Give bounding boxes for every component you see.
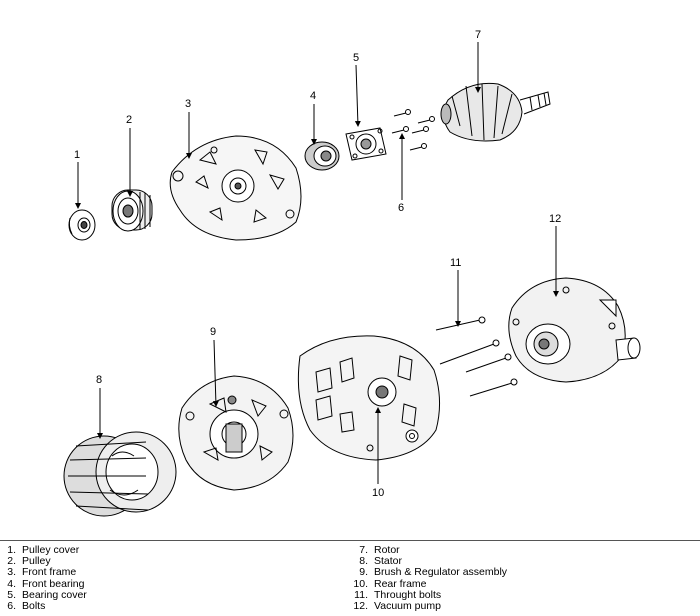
legend-label: Bolts <box>22 600 46 613</box>
legend-number: 9. <box>359 566 368 579</box>
rotor-part <box>440 82 551 142</box>
legend-number: 8. <box>359 555 368 568</box>
legend-label: Front frame <box>22 566 77 579</box>
legend-item: 12. Vacuum pump <box>340 600 507 613</box>
legend-label: Bearing cover <box>22 588 87 601</box>
callout-2: 2 <box>126 114 133 126</box>
callout-11: 11 <box>450 257 462 269</box>
legend-number: 7. <box>359 544 368 556</box>
legend-number: 6. <box>7 600 16 613</box>
small-bolts-part <box>391 109 435 151</box>
legend-label: Rear frame <box>374 577 427 590</box>
legend-item: 5. Bearing cover <box>6 588 87 601</box>
brush-regulator-part <box>178 375 294 491</box>
parts-legend: 1. Pulley cover 2. Pulley 3. Front frame 4.… <box>0 540 700 616</box>
legend-item: 8. Stator <box>340 555 507 568</box>
legend-column-left: 1. Pulley cover 2. Pulley 3. Front frame 4.… <box>6 544 87 613</box>
legend-number: 11. <box>354 588 368 601</box>
pulley-part <box>111 189 153 232</box>
vacuum-pump-part <box>508 277 641 383</box>
legend-number: 10. <box>353 577 368 590</box>
legend-number: 5. <box>7 588 16 601</box>
callout-8: 8 <box>96 374 103 386</box>
callout-3: 3 <box>185 98 192 110</box>
legend-item: 11. Throught bolts <box>340 588 507 601</box>
legend-column-right: 7. Rotor 8. Stator 9. Brush & Regulator ass… <box>340 544 507 613</box>
legend-item: 10. Rear frame <box>340 577 507 590</box>
legend-item: 3. Front frame <box>6 567 87 578</box>
legend-item: 6. Bolts <box>6 600 87 613</box>
callout-5: 5 <box>353 52 360 64</box>
callout-4: 4 <box>310 90 317 102</box>
legend-label: Throught bolts <box>374 588 442 601</box>
legend-label: Brush & Regulator assembly <box>374 566 508 579</box>
legend-label: Vacuum pump <box>374 600 441 613</box>
front-bearing-part <box>304 141 340 171</box>
callout-7: 7 <box>475 29 482 41</box>
legend-number: 4. <box>7 577 16 590</box>
legend-label: Front bearing <box>22 577 85 590</box>
bearing-cover-part <box>345 127 387 161</box>
legend-label: Stator <box>374 555 403 568</box>
legend-number: 3. <box>7 566 16 579</box>
legend-number: 12. <box>353 600 368 613</box>
legend-label: Rotor <box>374 544 400 556</box>
legend-number: 1. <box>7 544 16 556</box>
legend-label: Pulley <box>22 555 51 568</box>
callout-10: 10 <box>372 487 385 499</box>
legend-item: 4. Front bearing <box>6 577 87 590</box>
callout-6: 6 <box>398 202 405 214</box>
front-frame-part <box>169 135 302 241</box>
callout-1: 1 <box>74 149 81 161</box>
exploded-diagram <box>63 42 641 517</box>
through-bolts-part <box>435 316 518 397</box>
callout-9: 9 <box>210 326 217 338</box>
stator-part <box>63 431 177 517</box>
pulley-cover-part <box>68 209 96 241</box>
legend-item: 2. Pulley <box>6 555 87 568</box>
callout-12: 12 <box>549 213 562 225</box>
legend-label: Pulley cover <box>22 544 80 556</box>
legend-item: 1. Pulley cover <box>6 544 87 556</box>
legend-item: 9. Brush & Regulator assembly <box>340 567 507 578</box>
legend-item: 7. Rotor <box>340 544 507 556</box>
rear-frame-part <box>297 335 440 461</box>
legend-number: 2. <box>7 555 16 568</box>
